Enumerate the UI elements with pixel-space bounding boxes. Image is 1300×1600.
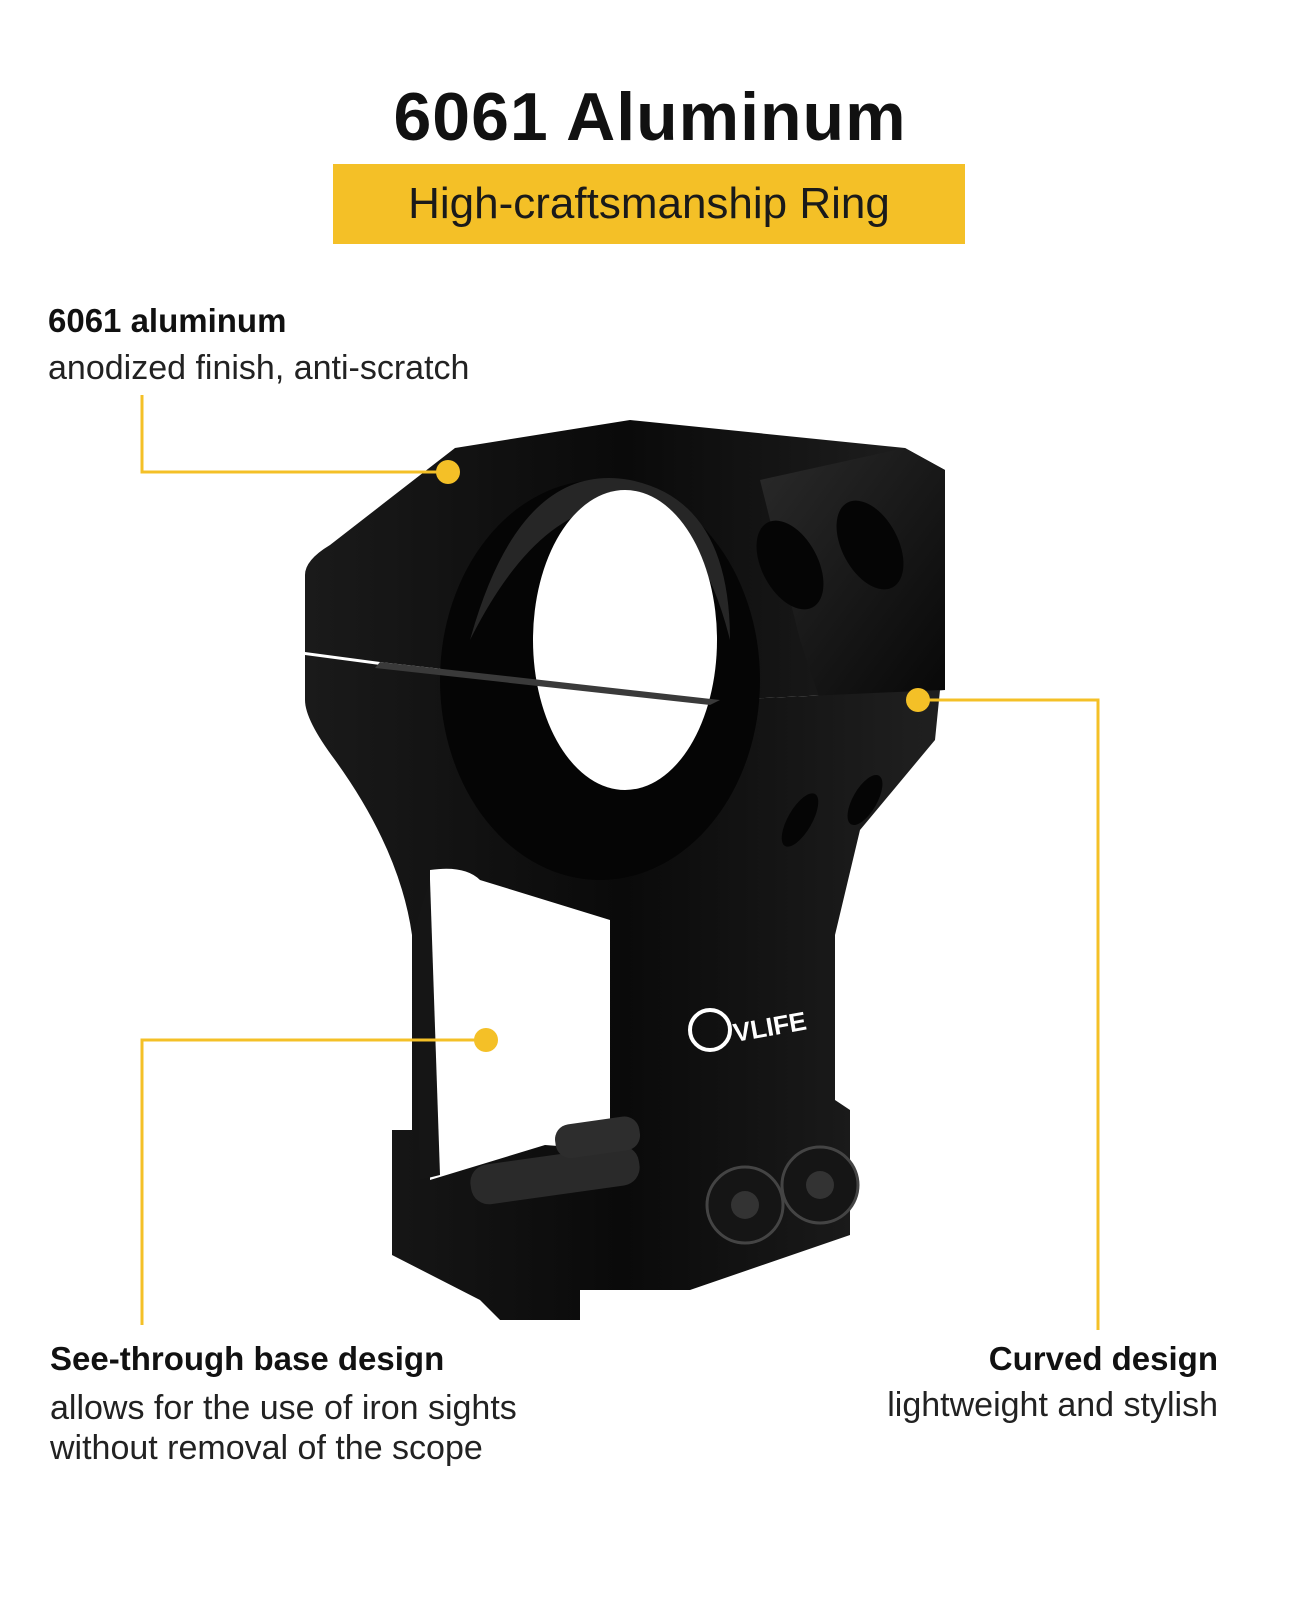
ring-cap-side xyxy=(760,448,945,700)
feature-material-title: 6061 aluminum xyxy=(48,302,287,339)
feature-curved-title: Curved design xyxy=(988,1340,1218,1377)
feature-base-title: See-through base design xyxy=(50,1340,445,1377)
cross-bolt-1 xyxy=(470,1145,640,1205)
callout-dot-material xyxy=(436,460,460,484)
subtitle-text: High-craftsmanship Ring xyxy=(408,179,890,228)
top-screw-slot-2 xyxy=(836,500,904,590)
cross-bolt-2 xyxy=(555,1116,641,1159)
callout-line-base xyxy=(140,1038,480,1325)
feature-base-desc-line1: allows for the use of iron sights xyxy=(50,1389,517,1427)
callout-line-curved xyxy=(920,698,1100,1330)
callout-line-material xyxy=(140,395,442,474)
top-screw-slot-1 xyxy=(756,520,824,610)
cvlife-logo-icon xyxy=(688,1008,732,1052)
lightening-hole-2 xyxy=(847,775,883,825)
page-title: 6061 Aluminum xyxy=(393,79,907,155)
callout-dot-base xyxy=(474,1028,498,1052)
ring-bore xyxy=(533,490,717,790)
feature-base-desc-line2: without removal of the scope xyxy=(50,1429,483,1467)
feature-material-desc: anodized finish, anti-scratch xyxy=(48,349,470,387)
lightening-hole-1 xyxy=(781,793,819,847)
subtitle-banner: High-craftsmanship Ring xyxy=(333,164,965,244)
callout-dot-curved xyxy=(906,688,930,712)
see-through-window xyxy=(430,868,610,1180)
feature-curved-desc: lightweight and stylish xyxy=(887,1386,1218,1424)
